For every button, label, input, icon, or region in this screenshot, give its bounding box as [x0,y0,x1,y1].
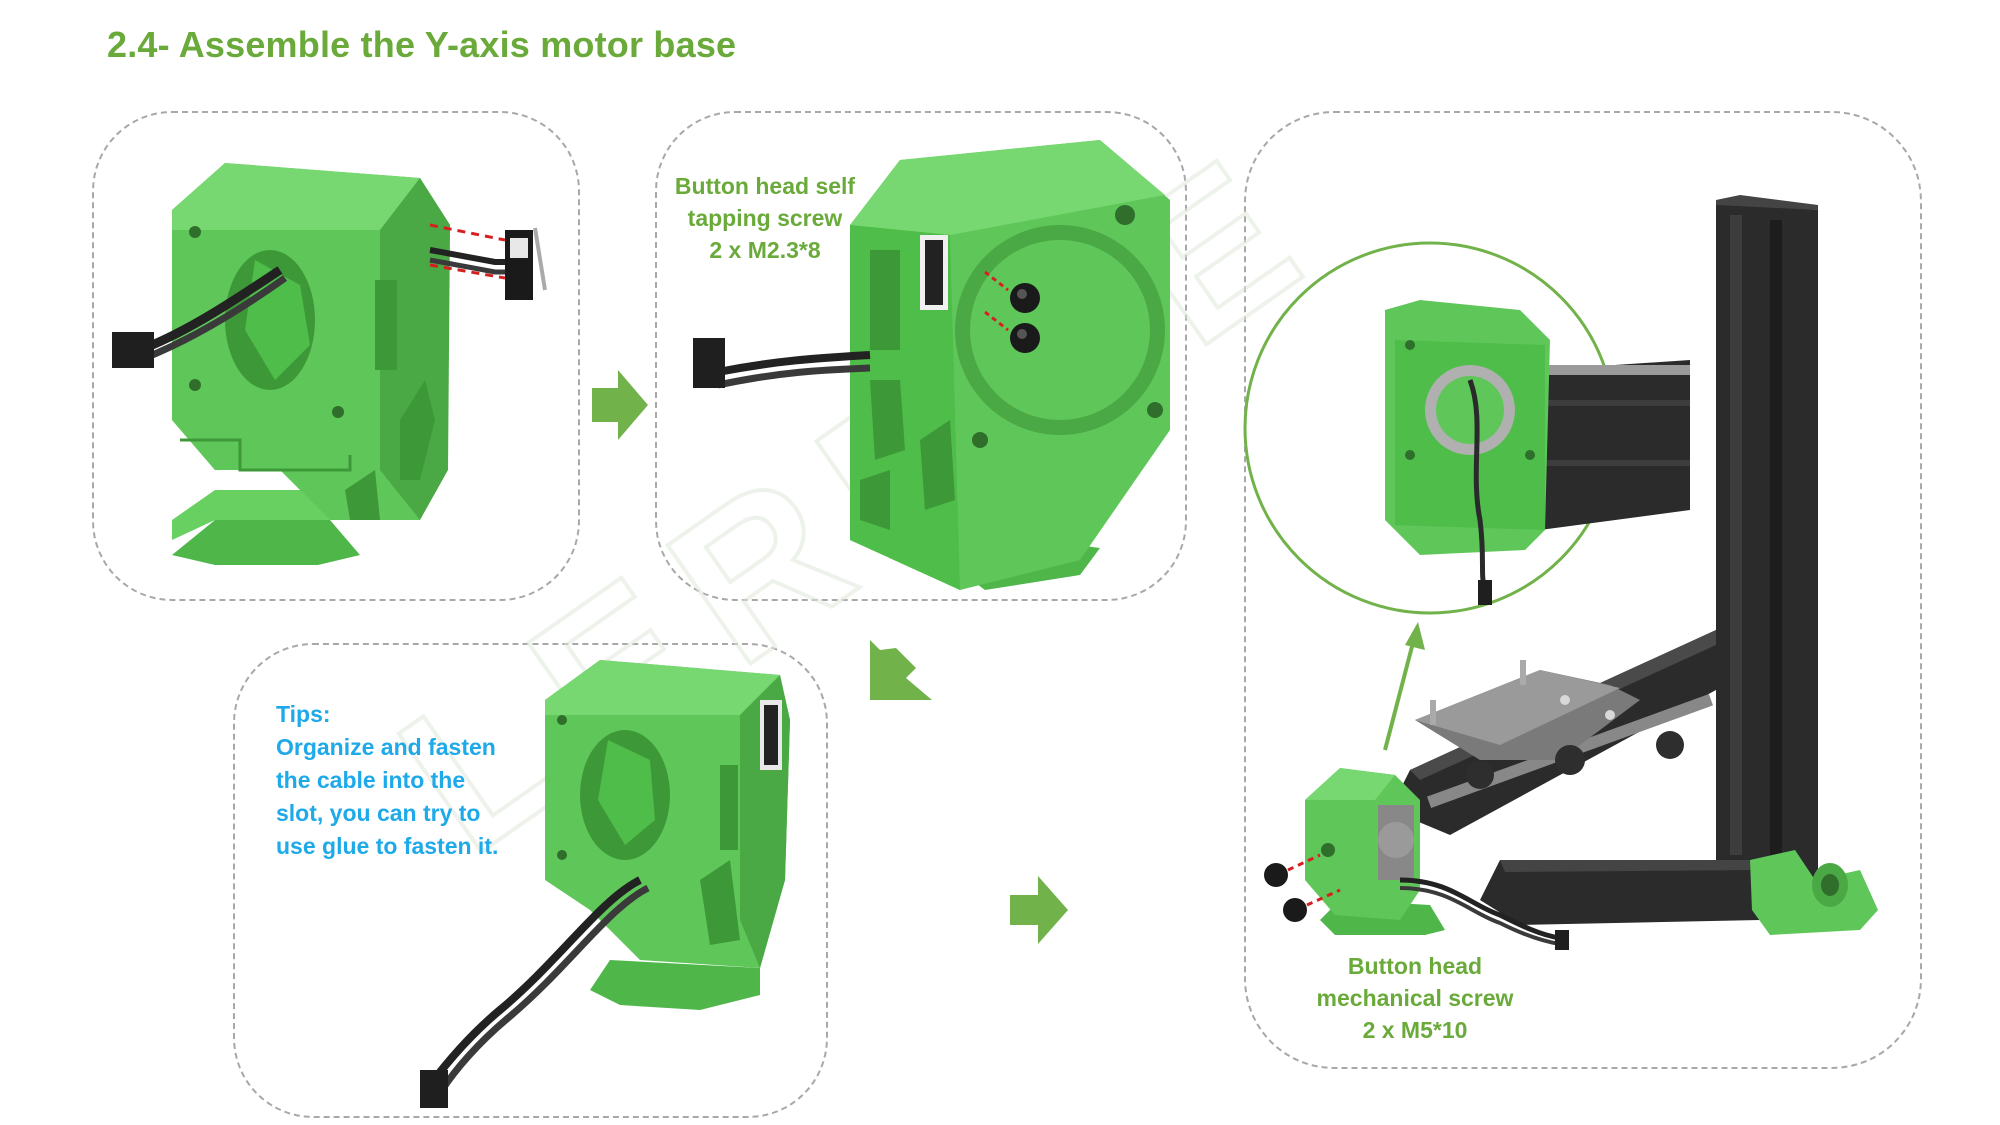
endstop-switch [429,223,547,300]
cable-3 [426,876,650,1092]
down-left-arrow-icon [870,640,932,700]
screw-label-step2: Button head self tapping screw 2 x M2.3*… [674,173,856,263]
motor-base-part-3 [545,660,790,1010]
connector-icon-3 [420,1070,448,1108]
tips-text: Tips: Organize and fasten the cable into… [276,701,499,859]
step-panel-4 [1244,111,1922,1069]
step-panel-3 [233,643,828,1118]
motor-base-part-2 [850,140,1170,590]
up-arrow-icon [1383,622,1425,751]
connector-icon-2 [693,338,725,388]
screw-icon [984,270,1040,353]
print-bed-carriage [1415,660,1684,789]
detail-zoom-circle [1243,241,1690,615]
screw-icon-2 [1264,853,1341,922]
step-panel-2 [655,111,1187,601]
motor-base-part-1 [172,163,450,565]
page-title: 2.4- Assemble the Y-axis motor base [107,24,737,65]
screw-label-step4: Button head mechanical screw 2 x M5*10 [1316,953,1514,1043]
cable-2 [717,351,871,389]
motor-base-part-4 [1305,768,1878,935]
cable-4 [1399,877,1569,950]
right-arrow-icon [592,370,648,440]
connector-icon [112,332,154,368]
step-panel-1 [92,111,580,601]
right-arrow-icon-2 [1010,876,1068,944]
